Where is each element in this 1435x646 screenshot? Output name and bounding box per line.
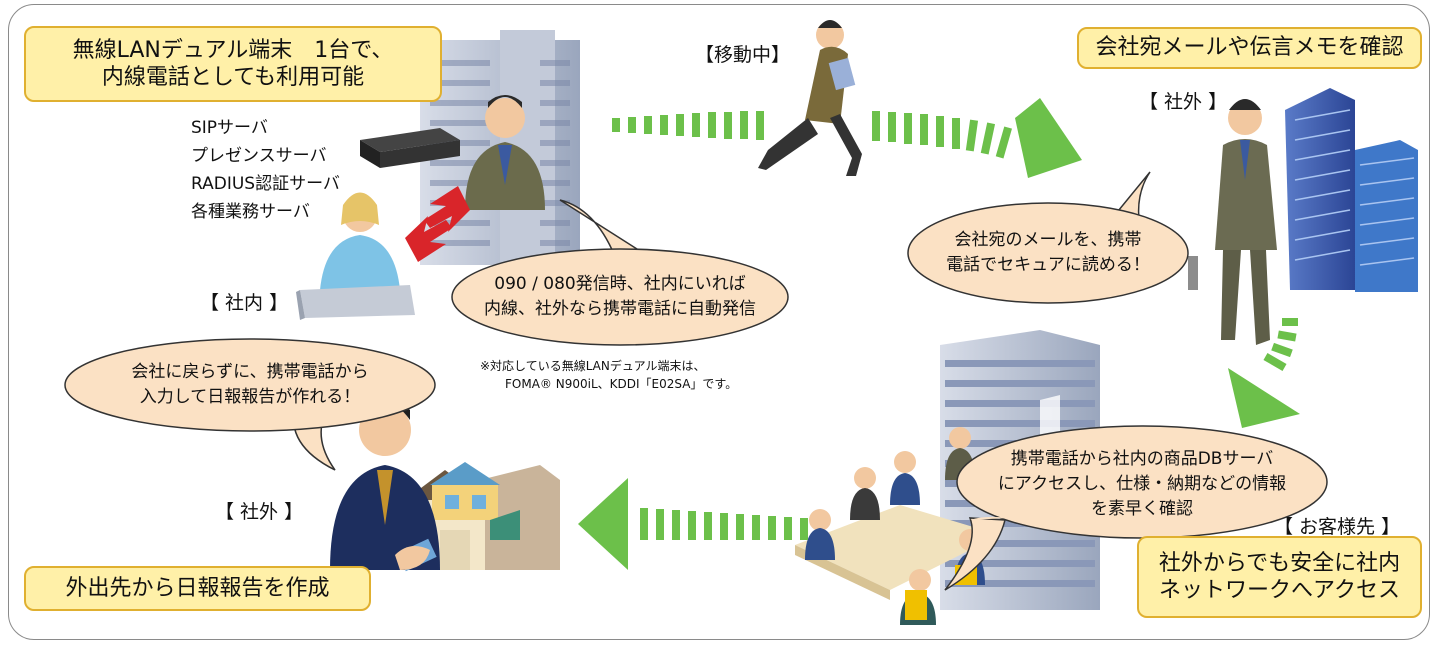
bubble-report-text: 会社に戻らずに、携帯電話から 入力して日報報告が作れる！ xyxy=(78,360,422,410)
box-dual-terminal-line2: 内線電話としても利用可能 xyxy=(101,65,365,90)
office-reception-figure xyxy=(296,192,415,320)
compat-note-line2: FOMA® N900iL、KDDI「E02SA」です。 xyxy=(505,377,738,391)
box-confirm-mail-text: 会社宛メールや伝言メモを確認 xyxy=(1095,35,1404,61)
bubble-auto-call xyxy=(451,199,789,346)
running-man-figure xyxy=(758,20,862,176)
bubble-report-line2: 入力して日報報告が作れる！ xyxy=(139,387,361,407)
bubble-db-access xyxy=(944,425,1328,591)
flow-arrow-top xyxy=(612,98,1082,178)
bubble-db-access-line3: を素早く確認 xyxy=(1091,499,1193,519)
box-dual-terminal: 無線LANデュアル端末 1台で、 内線電話としても利用可能 xyxy=(24,26,442,102)
box-daily-report-text: 外出先から日報報告を作成 xyxy=(65,575,330,601)
bubble-auto-call-text: 090 / 080発信時、社内にいれば 内線、社外なら携帯電話に自動発信 xyxy=(466,272,774,322)
bubble-report xyxy=(64,338,436,471)
box-secure-access-line2: ネットワークへアクセス xyxy=(1159,578,1400,603)
server-business: 各種業務サーバ xyxy=(191,202,310,222)
label-moving: 【移動中】 xyxy=(695,44,791,66)
bubble-db-access-text: 携帯電話から社内の商品DBサーバ にアクセスし、仕様・納期などの情報 を素早く確… xyxy=(972,447,1312,522)
bubble-auto-call-line1: 090 / 080発信時、社内にいれば xyxy=(494,274,746,294)
bubble-mail-read-line1: 会社宛のメールを、携帯 xyxy=(954,230,1142,250)
report-worker-figure xyxy=(330,400,440,572)
bubble-report-line1: 会社に戻らずに、携帯電話から xyxy=(131,362,369,382)
label-outside-left: 【 社外 】 xyxy=(215,501,304,523)
label-inside: 【 社内 】 xyxy=(200,292,289,314)
skyscrapers-right xyxy=(1285,88,1418,292)
server-radius: RADIUS認証サーバ xyxy=(191,174,340,194)
bubble-mail-read-line2: 電話でセキュアに読める！ xyxy=(946,255,1150,275)
flow-arrow-bottom xyxy=(578,478,808,570)
box-secure-access: 社外からでも安全に社内 ネットワークへアクセス xyxy=(1137,536,1422,618)
server-presence: プレゼンスサーバ xyxy=(191,146,327,166)
office-worker-figure xyxy=(465,95,545,210)
flow-arrow-right xyxy=(1228,318,1300,428)
outside-worker-figure xyxy=(1188,99,1277,345)
server-list: SIPサーバ プレゼンスサーバ RADIUS認証サーバ 各種業務サーバ xyxy=(191,114,340,226)
bubble-mail-read xyxy=(907,171,1189,304)
compat-note: ※対応している無線LANデュアル端末は、 FOMA® N900iL、KDDI「E… xyxy=(480,357,737,393)
bubble-auto-call-line2: 内線、社外なら携帯電話に自動発信 xyxy=(484,299,756,319)
bubble-db-access-line2: にアクセスし、仕様・納期などの情報 xyxy=(997,474,1287,494)
box-confirm-mail: 会社宛メールや伝言メモを確認 xyxy=(1077,27,1422,69)
compat-note-line1: ※対応している無線LANデュアル端末は、 xyxy=(480,359,706,373)
red-double-arrow xyxy=(405,186,470,262)
box-daily-report: 外出先から日報報告を作成 xyxy=(24,566,371,611)
diagram-frame xyxy=(8,4,1430,640)
label-outside-top: 【 社外 】 xyxy=(1139,91,1228,113)
box-dual-terminal-line1: 無線LANデュアル端末 1台で、 xyxy=(72,37,394,63)
server-sip: SIPサーバ xyxy=(191,118,268,138)
box-secure-access-line1: 社外からでも安全に社内 xyxy=(1158,550,1401,576)
bubble-db-access-line1: 携帯電話から社内の商品DBサーバ xyxy=(1010,449,1274,469)
label-customer: 【 お客様先 】 xyxy=(1274,516,1401,538)
bubble-mail-read-text: 会社宛のメールを、携帯 電話でセキュアに読める！ xyxy=(918,228,1178,278)
